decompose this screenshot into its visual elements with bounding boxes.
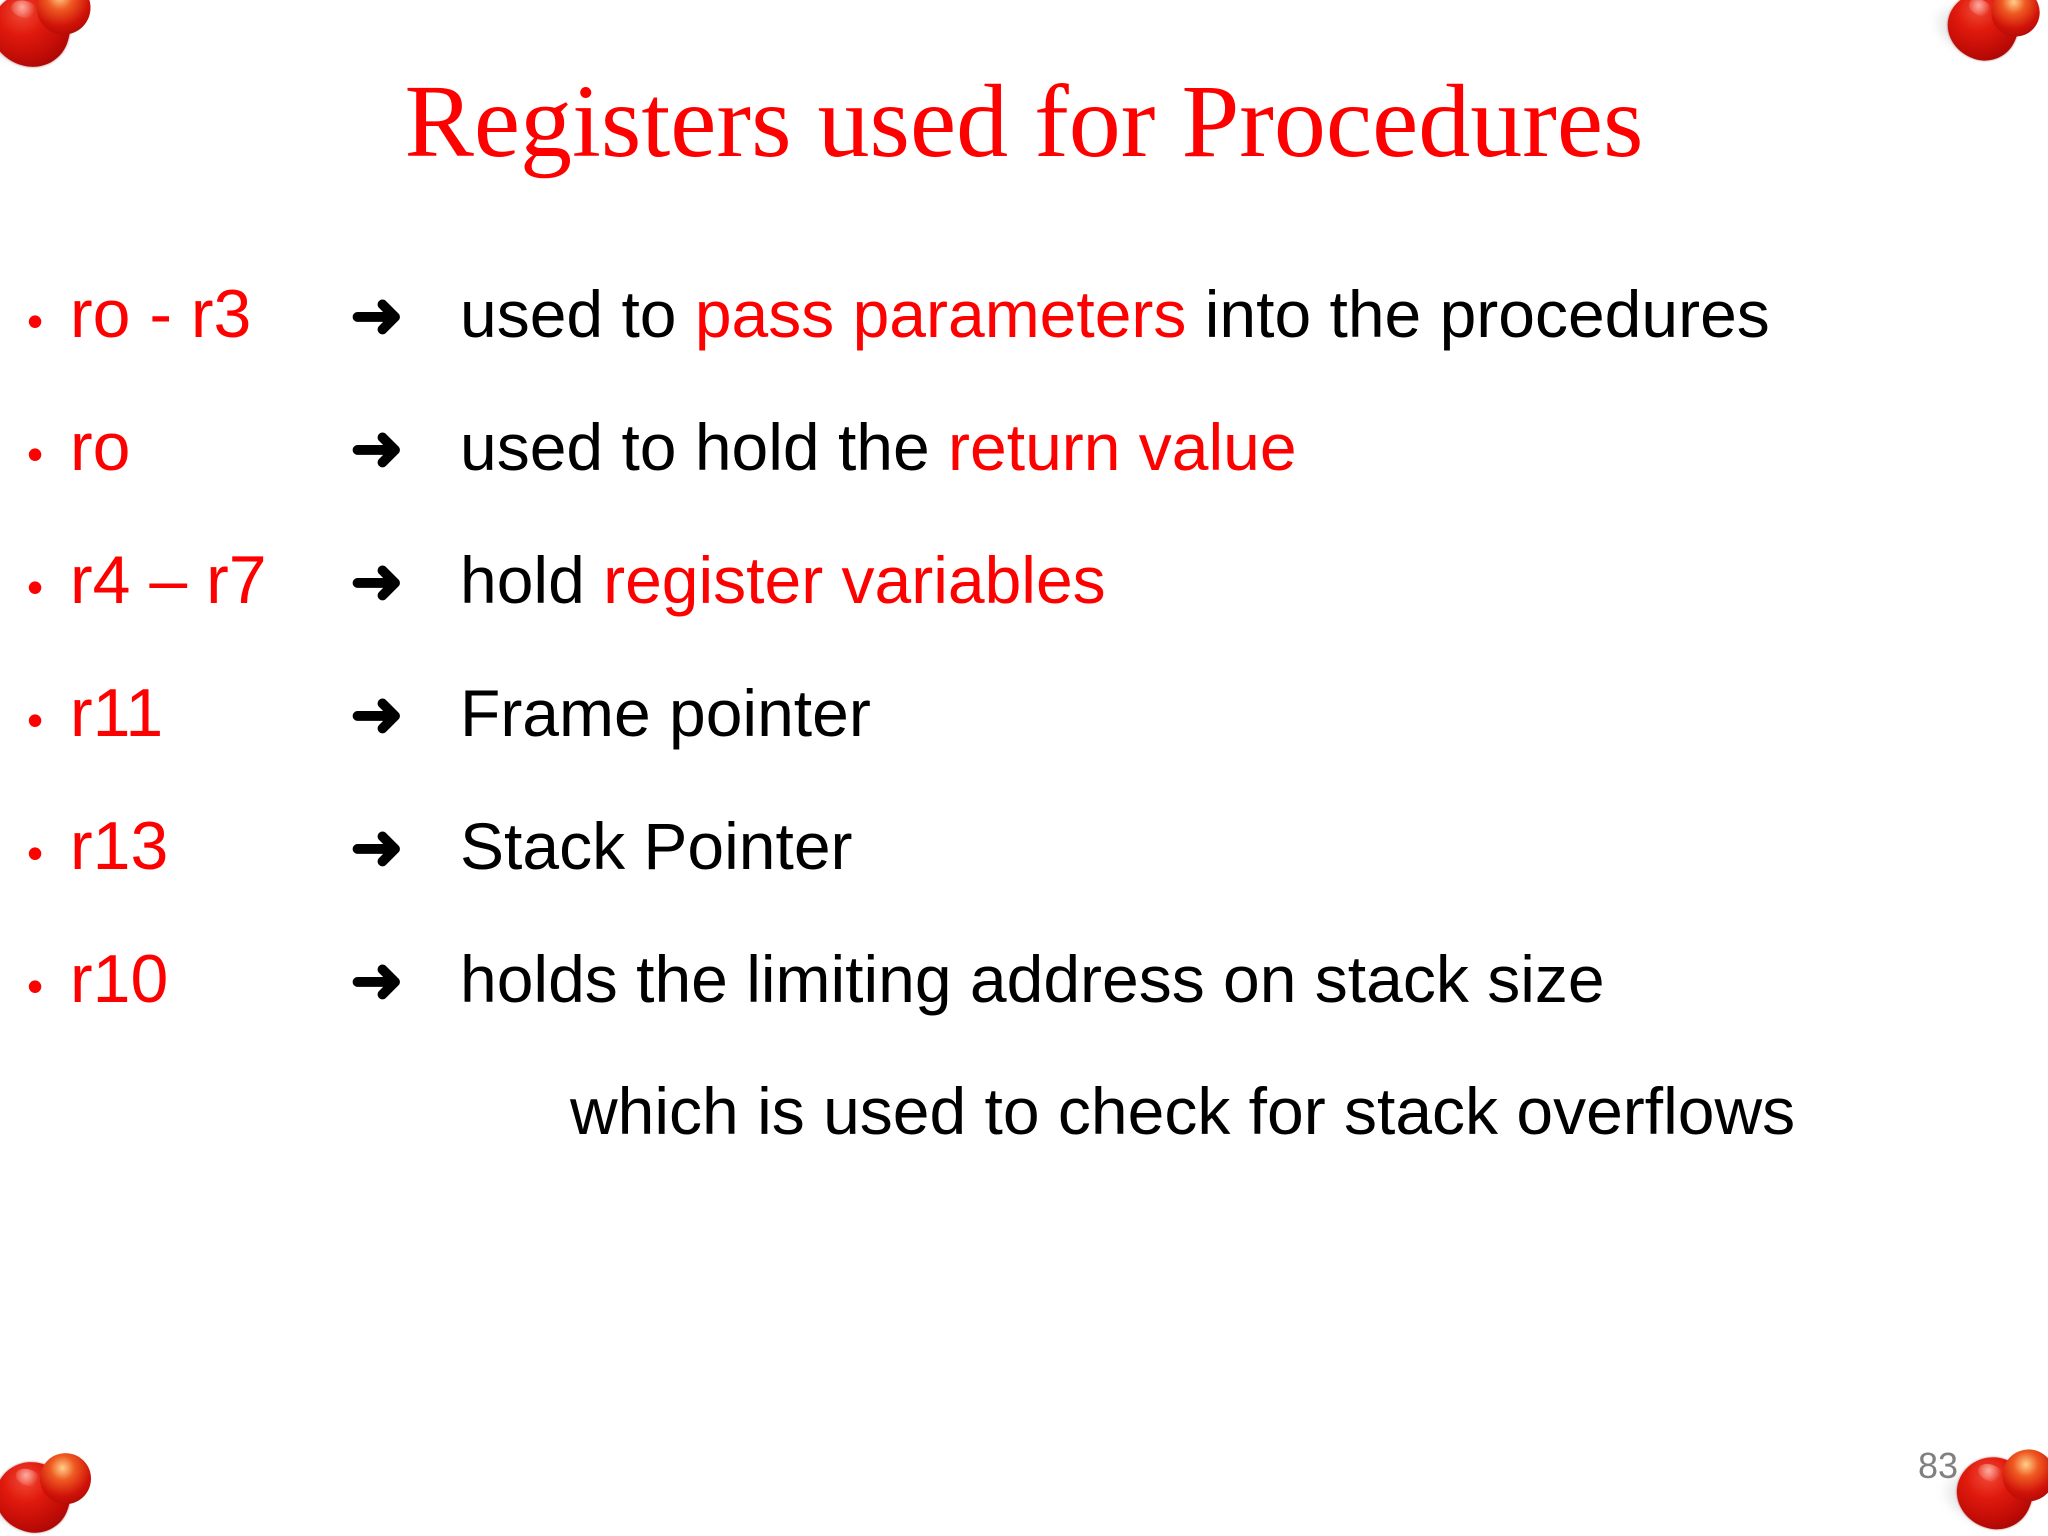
register-label: r10 bbox=[70, 941, 169, 1017]
continuation-text: which is used to check for stack overflo… bbox=[570, 1074, 1796, 1148]
bullet-icon: • bbox=[26, 694, 44, 746]
register-label: r11 bbox=[70, 675, 164, 751]
pushpin-shadow bbox=[0, 0, 67, 76]
register-description: hold register variables bbox=[460, 547, 2048, 613]
pushpin-knob bbox=[31, 0, 97, 41]
bullet-icon: • bbox=[26, 960, 44, 1012]
pushpin-gloss bbox=[13, 1465, 43, 1490]
description-highlight: return value bbox=[948, 410, 1297, 484]
pushpin-knob bbox=[33, 1446, 98, 1511]
pushpin-knob bbox=[1983, 0, 2048, 45]
slide-title: Registers used for Procedures bbox=[404, 64, 1644, 179]
pushpin-head bbox=[0, 1452, 79, 1536]
bullet-icon: • bbox=[26, 428, 44, 480]
register-label: r13 bbox=[70, 808, 169, 884]
list-item: • r10 ➜ holds the limiting address on st… bbox=[0, 945, 2048, 1078]
register-list: • ro - r3 ➜ used to pass parameters into… bbox=[0, 280, 2048, 1208]
pushpin-head bbox=[1946, 1446, 2043, 1536]
list-item-continuation: which is used to check for stack overflo… bbox=[0, 1078, 2048, 1208]
pushpin-gloss bbox=[1966, 0, 1995, 20]
page-number: 83 bbox=[1917, 1445, 1958, 1486]
arrow-right-icon: ➜ bbox=[350, 811, 404, 883]
pushpin-gloss bbox=[9, 0, 40, 21]
list-item: • r4 – r7 ➜ hold register variables bbox=[0, 546, 2048, 679]
arrow-right-icon: ➜ bbox=[350, 412, 404, 484]
register-description: used to pass parameters into the procedu… bbox=[460, 281, 2048, 347]
register-description: Frame pointer bbox=[460, 680, 2048, 746]
pushpin-icon-bottom-left bbox=[0, 1432, 100, 1536]
list-item: • r13 ➜ Stack Pointer bbox=[0, 812, 2048, 945]
description-pre: used to bbox=[460, 277, 695, 351]
pushpin-shadow bbox=[1922, 0, 2016, 71]
register-label: ro bbox=[70, 409, 131, 485]
arrow-right-icon: ➜ bbox=[350, 545, 404, 617]
description-pre: hold bbox=[460, 543, 604, 617]
description-pre: holds the limiting address on stack size bbox=[460, 942, 1605, 1016]
pushpin-shadow bbox=[0, 1463, 68, 1536]
arrow-right-icon: ➜ bbox=[350, 279, 404, 351]
list-item: • ro - r3 ➜ used to pass parameters into… bbox=[0, 280, 2048, 413]
arrow-right-icon: ➜ bbox=[350, 678, 404, 750]
pushpin-gloss bbox=[1975, 1460, 2006, 1486]
description-pre: Frame pointer bbox=[460, 676, 871, 750]
description-highlight: pass parameters bbox=[694, 277, 1187, 351]
pushpin-head bbox=[0, 0, 78, 75]
description-post: into the procedures bbox=[1186, 277, 1770, 351]
register-description: Stack Pointer bbox=[460, 813, 2048, 879]
list-item: • ro ➜ used to hold the return value bbox=[0, 413, 2048, 546]
bullet-icon: • bbox=[26, 295, 44, 347]
description-pre: used to hold the bbox=[460, 410, 949, 484]
arrow-right-icon: ➜ bbox=[350, 944, 404, 1016]
pushpin-knob bbox=[1995, 1442, 2048, 1509]
description-pre: Stack Pointer bbox=[460, 809, 853, 883]
bullet-icon: • bbox=[26, 827, 44, 879]
register-description: used to hold the return value bbox=[460, 414, 2048, 480]
register-label: r4 – r7 bbox=[70, 542, 267, 618]
register-description: holds the limiting address on stack size bbox=[460, 946, 2048, 1012]
register-label: ro - r3 bbox=[70, 276, 252, 352]
bullet-icon: • bbox=[26, 561, 44, 613]
pushpin-head bbox=[1937, 0, 2029, 72]
description-highlight: register variables bbox=[603, 543, 1106, 617]
list-item: • r11 ➜ Frame pointer bbox=[0, 679, 2048, 812]
